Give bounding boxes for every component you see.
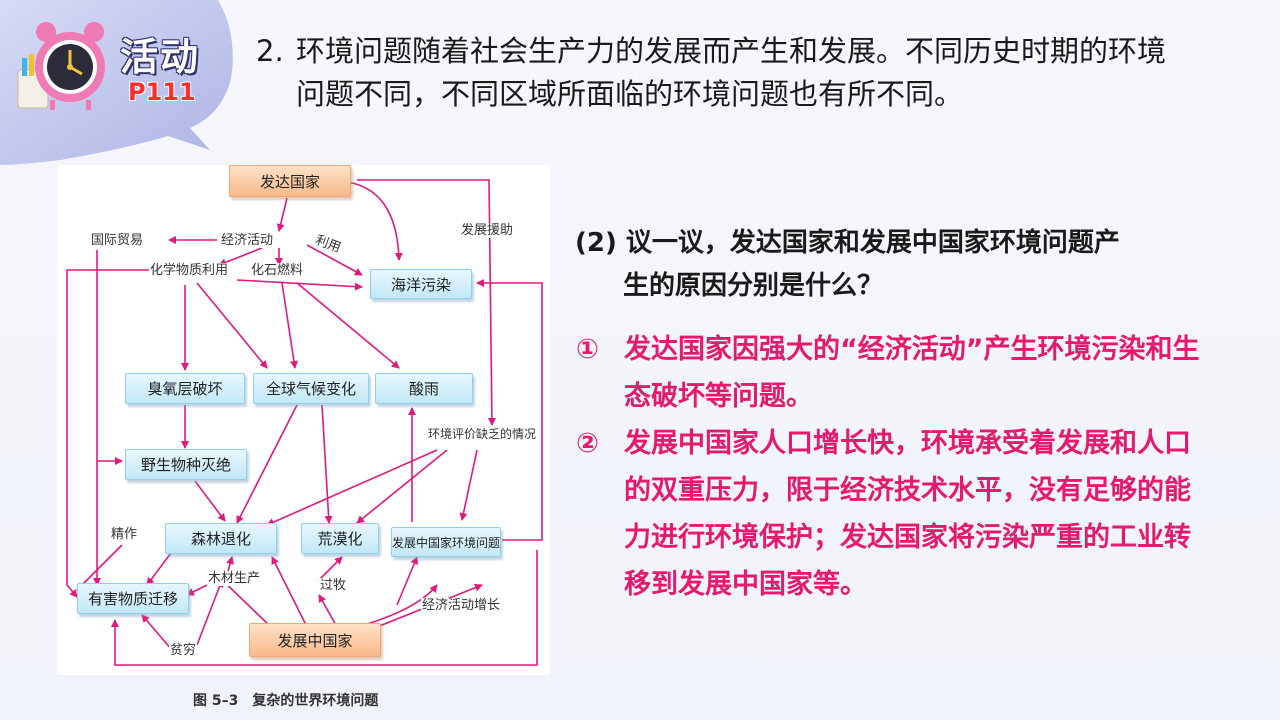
intro-line-1: 环境问题随着社会生产力的发展而产生和发展。不同历史时期的环境: [296, 34, 1167, 68]
answer-1-marker: ①: [576, 334, 599, 365]
alarm-clock-icon: [17, 22, 105, 110]
answer-2: ② 发展中国家人口增长快，环境承受着发展和人口的双重压力，限于经济技术水平，没有…: [576, 420, 1216, 608]
intro-line-2: 问题不同，不同区域所面临的环境问题也有所不同。: [296, 77, 964, 111]
label-overgrazing: 过牧: [319, 578, 348, 593]
label-development-aid: 发展援助: [460, 223, 515, 238]
badge-page-number: P111: [128, 78, 196, 106]
label-poverty: 贫穷: [169, 643, 198, 658]
box-developing-countries: 发展中国家: [249, 623, 381, 657]
intro-number: 2.: [256, 34, 284, 68]
label-farming: 精作: [110, 527, 139, 542]
diagram-arrows: [66, 179, 543, 666]
box-forest-degradation: 森林退化: [165, 523, 277, 554]
badge-title: 活动: [120, 35, 201, 79]
box-acid-rain: 酸雨: [375, 373, 473, 404]
label-fossil-fuels: 化石燃料: [250, 263, 305, 278]
diagram-caption: 图 5–3 复杂的世界环境问题: [193, 693, 379, 709]
box-ozone-depletion: 臭氧层破坏: [125, 373, 245, 404]
answer-2-marker: ②: [576, 428, 599, 459]
box-species-extinction: 野生物种灭绝: [125, 449, 247, 480]
intro-text: 2. 环境问题随着社会生产力的发展而产生和发展。不同历史时期的环境 问题不同，不同…: [256, 30, 1256, 116]
label-lack-of-assessment: 环境评价缺乏的情况: [427, 427, 538, 442]
question-line-2: 生的原因分别是什么？: [623, 271, 884, 301]
label-economic-activity: 经济活动: [220, 233, 275, 248]
label-economic-growth: 经济活动增长: [421, 598, 502, 613]
box-desertification: 荒漠化: [301, 523, 379, 554]
box-harmful-substance-transfer: 有害物质迁移: [77, 583, 189, 614]
box-marine-pollution: 海洋污染: [370, 269, 472, 299]
activity-badge: 活动 P111: [0, 0, 240, 175]
answer-1-text: 发达国家因强大的“经济活动”产生环境污染和生态破坏等问题。: [624, 334, 1200, 412]
label-timber-production: 木材生产: [207, 571, 262, 586]
question-line-1: (2) 议一议，发达国家和发展中国家环境问题产: [575, 228, 1120, 258]
box-climate-change: 全球气候变化: [253, 373, 369, 404]
answer-1: ① 发达国家因强大的“经济活动”产生环境污染和生态破坏等问题。: [576, 326, 1216, 420]
discussion-question: (2) 议一议，发达国家和发展中国家环境问题产 生的原因分别是什么？: [575, 222, 1235, 308]
answer-2-text: 发展中国家人口增长快，环境承受着发展和人口的双重压力，限于经济技术水平，没有足够…: [624, 428, 1191, 600]
label-chemical-use: 化学物质利用: [149, 263, 230, 278]
box-developing-env-problems: 发展中国家环境问题: [391, 527, 501, 557]
box-developed-countries: 发达国家: [229, 165, 351, 197]
label-international-trade: 国际贸易: [90, 233, 145, 248]
badge-bubble: [0, 0, 233, 165]
environment-problems-diagram: 发达国家 海洋污染 臭氧层破坏 全球气候变化 酸雨 野生物种灭绝 森林退化 荒漠…: [57, 165, 550, 675]
